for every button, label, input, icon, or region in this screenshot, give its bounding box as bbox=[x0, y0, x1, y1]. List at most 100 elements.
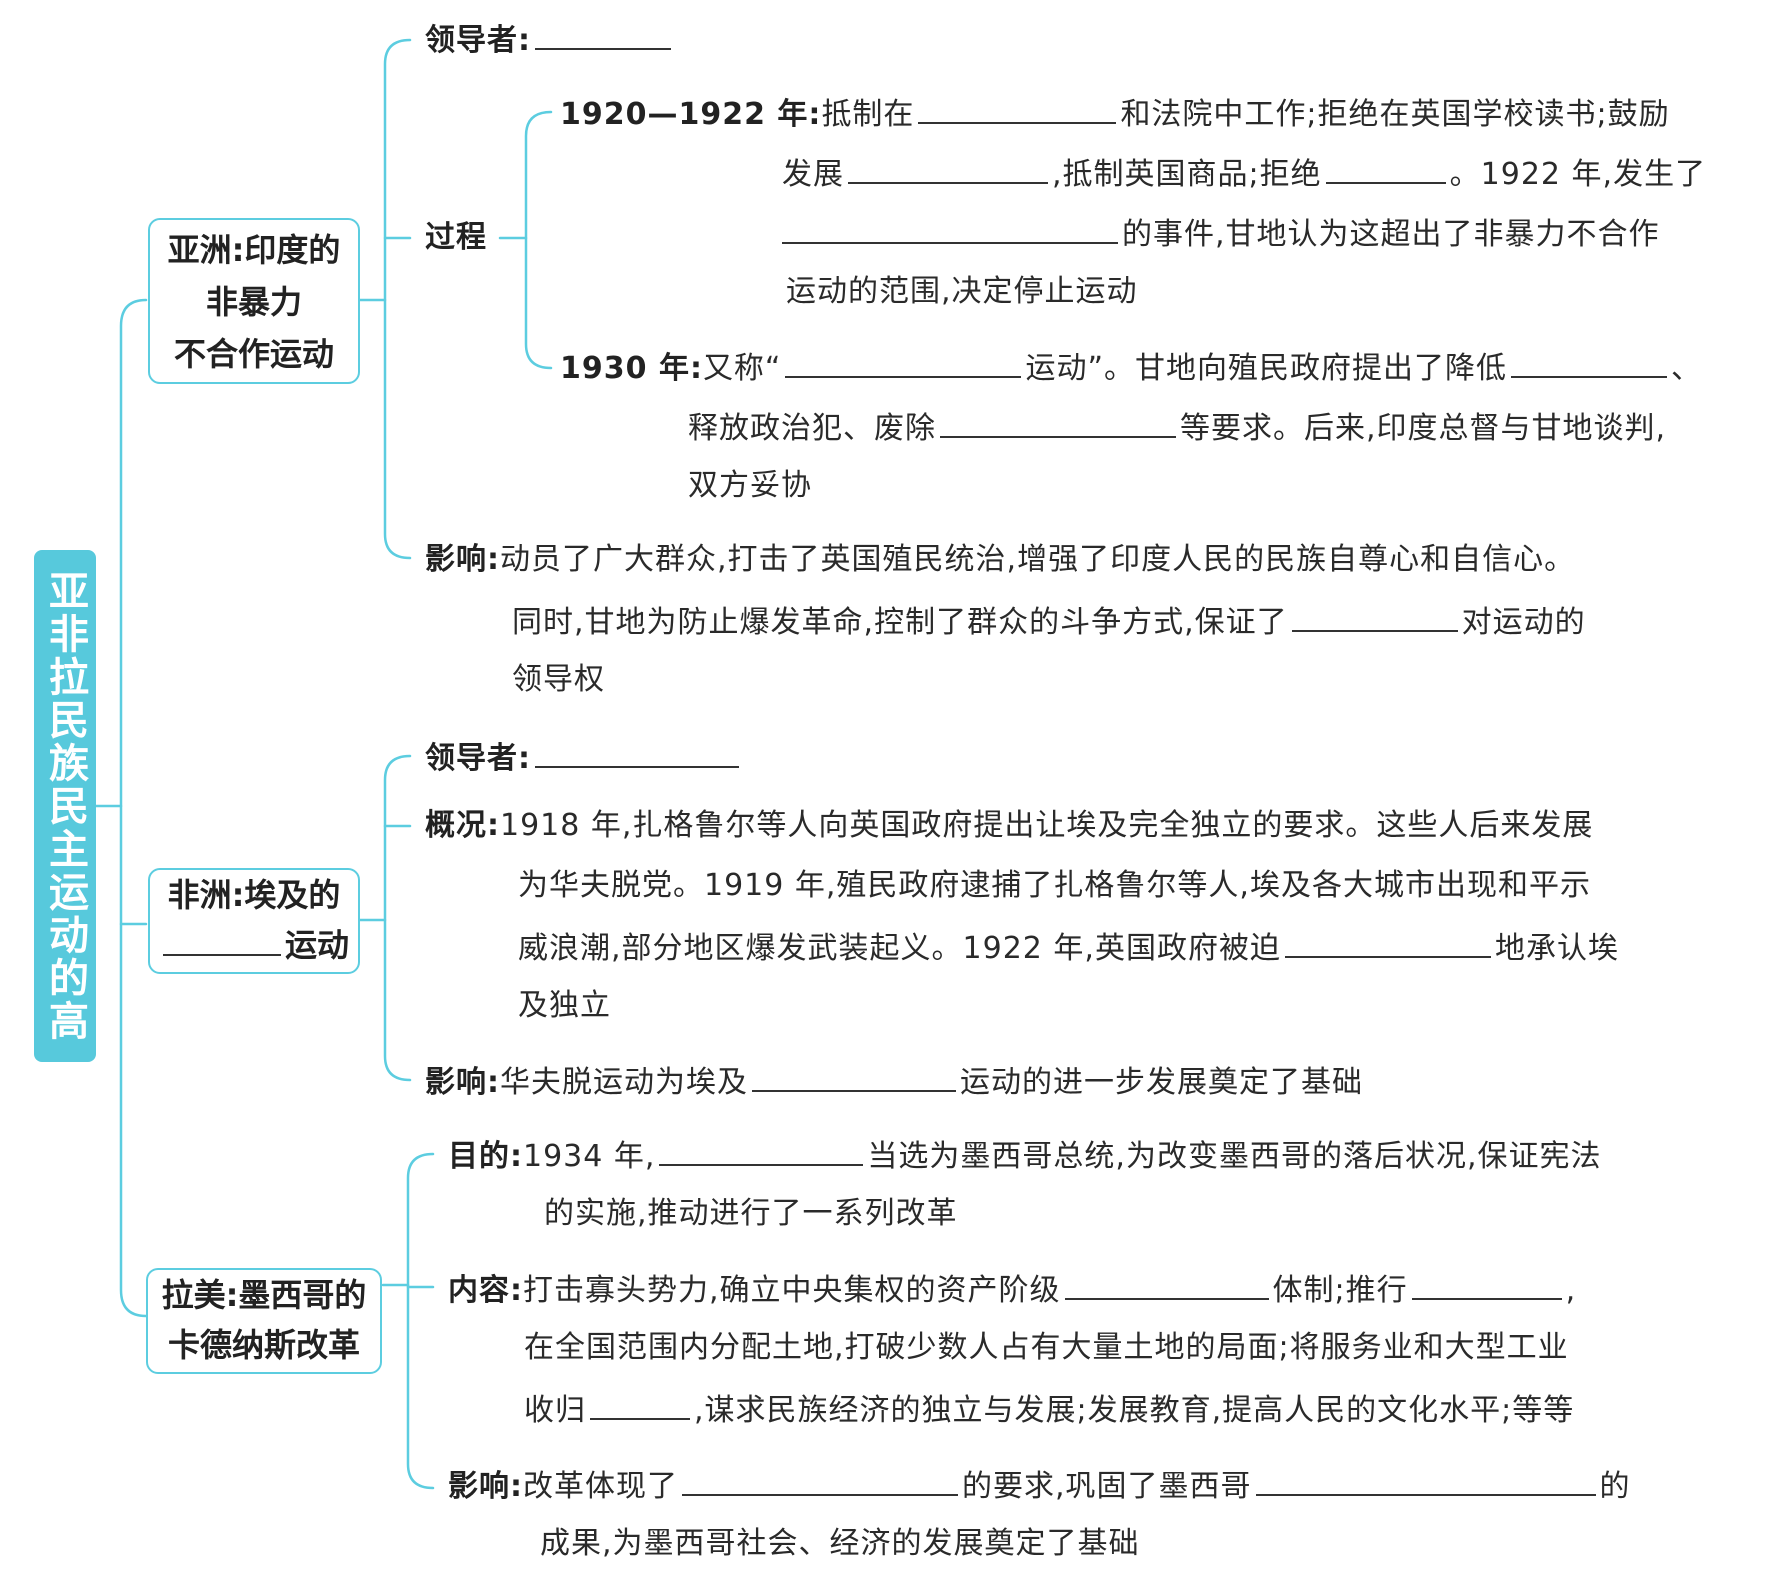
asia-impact-line2: 同时,甘地为防止爆发革命,控制了群众的斗争方式,保证了 对运动的 bbox=[512, 604, 1586, 639]
latin-goal-line1: 目的:1934 年, 当选为墨西哥总统,为改变墨西哥的落后状况,保证宪法 bbox=[448, 1138, 1602, 1173]
blank-latin-content-c[interactable] bbox=[590, 1392, 690, 1420]
africa-box-line1: 非洲:埃及的 bbox=[167, 876, 341, 914]
text: 体制;推行 bbox=[1272, 1273, 1408, 1308]
africa-box-line2: 运动 bbox=[150, 920, 358, 970]
latin-goal-line2: 的实施,推动进行了一系列改革 bbox=[544, 1196, 958, 1231]
text: 释放政治犯、废除 bbox=[688, 411, 936, 446]
text: 运动”。甘地向殖民政府提出了降低 bbox=[1025, 351, 1508, 386]
text: 等要求。后来,印度总督与甘地谈判, bbox=[1180, 411, 1667, 446]
asia-leader: 领导者: bbox=[425, 22, 675, 57]
asia-1922-line4: 运动的范围,决定停止运动 bbox=[786, 274, 1138, 309]
blank-africa-impact[interactable] bbox=[752, 1064, 956, 1092]
blank-1930-a[interactable] bbox=[785, 350, 1022, 378]
blank-1922-c[interactable] bbox=[1325, 156, 1446, 184]
asia-spine bbox=[383, 38, 412, 560]
africa-spine bbox=[383, 754, 412, 1082]
latin-box: 拉美:墨西哥的 卡德纳斯改革 bbox=[146, 1268, 382, 1374]
blank-latin-impact-b[interactable] bbox=[1255, 1468, 1596, 1496]
asia-1930-line3: 双方妥协 bbox=[688, 468, 812, 503]
asia-1922-line3: 的事件,甘地认为这超出了非暴力不合作 bbox=[782, 216, 1660, 251]
blank-asia-leader[interactable] bbox=[535, 22, 671, 50]
root-title: 亚非拉民族民主运动的高涨 bbox=[0, 550, 96, 1062]
text: 又称“ bbox=[702, 351, 782, 386]
text: 和法院中工作;拒绝在英国学校读书;鼓励 bbox=[1120, 97, 1670, 132]
text: 、 bbox=[1671, 351, 1703, 386]
latin-content-line2: 在全国范围内分配土地,打破少数人占有大量土地的局面;将服务业和大型工业 bbox=[524, 1330, 1569, 1365]
blank-asia-impact[interactable] bbox=[1291, 604, 1458, 632]
blank-latin-content-a[interactable] bbox=[1064, 1272, 1269, 1300]
blank-1922-a[interactable] bbox=[918, 96, 1117, 124]
text: ,谋求民族经济的独立与发展;发展教育,提高人民的文化水平;等等 bbox=[694, 1393, 1575, 1428]
asia-box-line2: 非暴力 bbox=[205, 283, 302, 321]
latin-content-line3: 收归 ,谋求民族经济的独立与发展;发展教育,提高人民的文化水平;等等 bbox=[524, 1392, 1574, 1427]
asia-impact-line3: 领导权 bbox=[512, 662, 605, 697]
text: 发展 bbox=[782, 157, 844, 192]
text: 华夫脱运动为埃及 bbox=[500, 1065, 748, 1100]
text: 威浪潮,部分地区爆发武装起义。1922 年,英国政府被迫 bbox=[518, 931, 1281, 966]
africa-overview-line4: 及独立 bbox=[518, 988, 611, 1023]
africa-overview-line2: 为华夫脱党。1919 年,殖民政府逮捕了扎格鲁尔等人,埃及各大城市出现和平示 bbox=[518, 868, 1591, 903]
latin-content-line1: 内容:打击寡头势力,确立中央集权的资产阶级 体制;推行, bbox=[448, 1272, 1576, 1307]
latin-impact-line1: 影响:改革体现了 的要求,巩固了墨西哥 的 bbox=[448, 1468, 1631, 1503]
text: 。1922 年,发生了 bbox=[1449, 157, 1707, 192]
latin-box-line2: 卡德纳斯改革 bbox=[167, 1326, 360, 1364]
text: 1918 年,扎格鲁尔等人向英国政府提出让埃及完全独立的要求。这些人后来发展 bbox=[500, 808, 1594, 843]
asia-1922-label: 1920—1922 年: bbox=[560, 97, 822, 132]
text: 1934 年, bbox=[523, 1139, 656, 1174]
asia-1922-line1: 1920—1922 年:抵制在 和法院中工作;拒绝在英国学校读书;鼓励 bbox=[560, 96, 1670, 131]
text: 的 bbox=[1599, 1469, 1631, 1504]
asia-1930-label: 1930 年: bbox=[560, 351, 703, 386]
text: 当选为墨西哥总统,为改变墨西哥的落后状况,保证宪法 bbox=[867, 1139, 1602, 1174]
latin-box-line1: 拉美:墨西哥的 bbox=[161, 1276, 367, 1314]
text: 地承认埃 bbox=[1494, 931, 1619, 966]
asia-1930-line1: 1930 年:又称“ 运动”。甘地向殖民政府提出了降低 、 bbox=[560, 350, 1702, 385]
latin-impact-line2: 成果,为墨西哥社会、经济的发展奠定了基础 bbox=[540, 1526, 1140, 1561]
blank-latin-impact-a[interactable] bbox=[682, 1468, 958, 1496]
blank-latin-content-b[interactable] bbox=[1411, 1272, 1562, 1300]
africa-leader-label: 领导者: bbox=[425, 741, 531, 776]
text: 同时,甘地为防止爆发革命,控制了群众的斗争方式,保证了 bbox=[512, 605, 1288, 640]
latin-goal-label: 目的: bbox=[448, 1139, 523, 1174]
asia-1922-line2: 发展 ,抵制英国商品;拒绝 。1922 年,发生了 bbox=[782, 156, 1706, 191]
text: 抵制在 bbox=[821, 97, 915, 132]
asia-leader-label: 领导者: bbox=[425, 23, 531, 58]
text: 收归 bbox=[524, 1393, 586, 1428]
asia-box: 亚洲:印度的 非暴力 不合作运动 bbox=[148, 218, 360, 384]
text: ,抵制英国商品;拒绝 bbox=[1052, 157, 1322, 192]
blank-1922-b[interactable] bbox=[848, 156, 1048, 184]
blank-1922-d[interactable] bbox=[782, 216, 1118, 244]
text: 的事件,甘地认为这超出了非暴力不合作 bbox=[1122, 217, 1660, 252]
blank-1930-b[interactable] bbox=[1511, 350, 1668, 378]
africa-impact-label: 影响: bbox=[425, 1065, 500, 1100]
text: 运动 bbox=[284, 926, 349, 964]
blank-africa-overview[interactable] bbox=[1284, 930, 1491, 958]
text: 动员了广大群众,打击了英国殖民统治,增强了印度人民的民族自尊心和自信心。 bbox=[500, 542, 1576, 577]
africa-overview-line1: 概况:1918 年,扎格鲁尔等人向英国政府提出让埃及完全独立的要求。这些人后来发… bbox=[425, 810, 1593, 842]
asia-impact-line1: 影响:动员了广大群众,打击了英国殖民统治,增强了印度人民的民族自尊心和自信心。 bbox=[425, 544, 1575, 576]
process-spine bbox=[524, 110, 553, 370]
africa-leader: 领导者: bbox=[425, 740, 743, 775]
africa-impact: 影响:华夫脱运动为埃及运动的进一步发展奠定了基础 bbox=[425, 1064, 1363, 1099]
blank-1930-c[interactable] bbox=[940, 410, 1176, 438]
text: 的要求,巩固了墨西哥 bbox=[962, 1469, 1252, 1504]
asia-box-line3: 不合作运动 bbox=[173, 335, 334, 373]
root-spine bbox=[119, 298, 148, 1318]
africa-box: 非洲:埃及的 运动 bbox=[148, 868, 360, 974]
blank-latin-goal[interactable] bbox=[659, 1138, 864, 1166]
asia-process-label: 过程 bbox=[425, 220, 487, 255]
latin-content-label: 内容: bbox=[448, 1273, 523, 1308]
text: 改革体现了 bbox=[523, 1469, 678, 1504]
latin-spine bbox=[406, 1152, 435, 1490]
africa-overview-line3: 威浪潮,部分地区爆发武装起义。1922 年,英国政府被迫 地承认埃 bbox=[518, 930, 1619, 965]
asia-impact-label: 影响: bbox=[425, 542, 500, 577]
asia-box-line1: 亚洲:印度的 bbox=[167, 231, 341, 269]
blank-africa-box[interactable] bbox=[162, 926, 281, 956]
blank-africa-leader[interactable] bbox=[535, 740, 739, 768]
latin-impact-label: 影响: bbox=[448, 1469, 523, 1504]
text: 对运动的 bbox=[1461, 605, 1586, 640]
text: 打击寡头势力,确立中央集权的资产阶级 bbox=[523, 1273, 1061, 1308]
asia-1930-line2: 释放政治犯、废除 等要求。后来,印度总督与甘地谈判, bbox=[688, 410, 1666, 445]
text: , bbox=[1565, 1273, 1577, 1308]
africa-overview-label: 概况: bbox=[425, 808, 500, 843]
